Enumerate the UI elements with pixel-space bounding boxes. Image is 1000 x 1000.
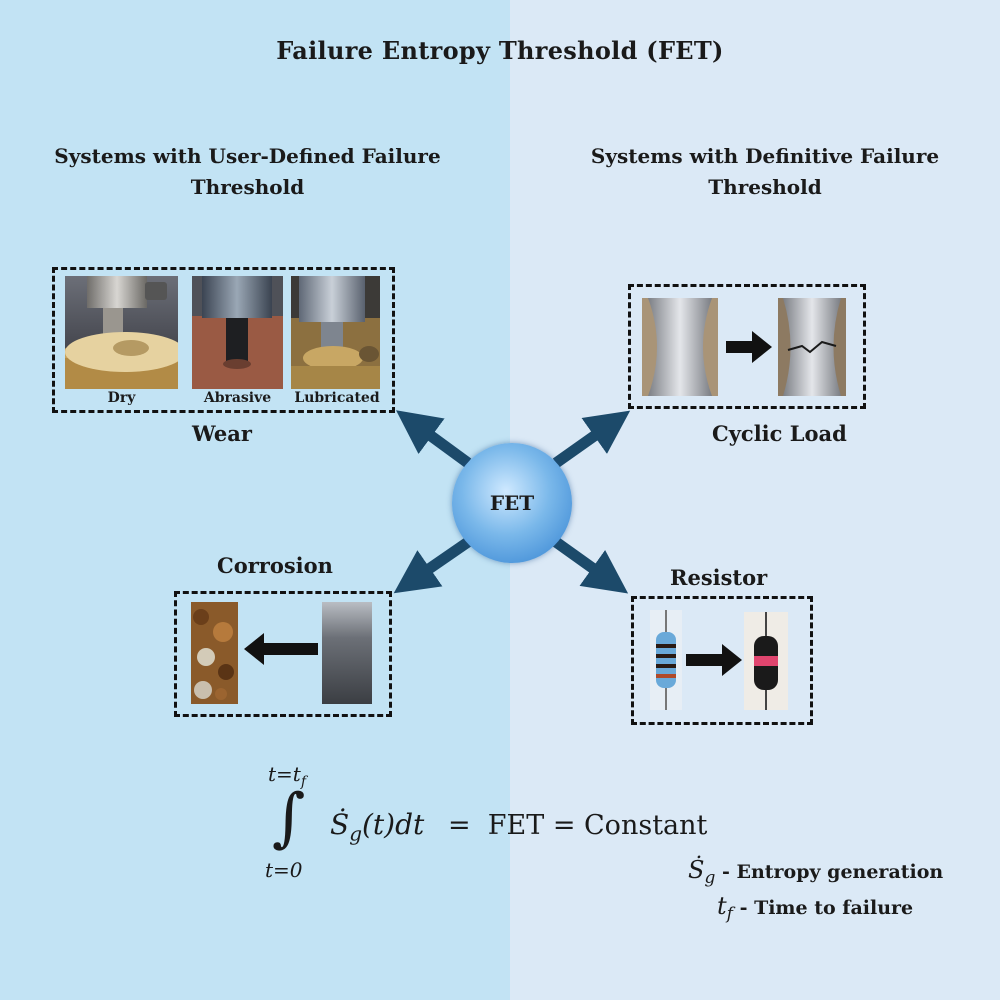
arrow-to-resistor bbox=[552, 537, 629, 594]
corrosion-box bbox=[174, 591, 392, 717]
resistor-label: Resistor bbox=[670, 565, 768, 590]
integral-sign: ∫ bbox=[272, 781, 306, 855]
legend-entropy-generation: Ṡg - Entropy generation bbox=[688, 856, 944, 888]
arrow-to-cyclic bbox=[552, 410, 631, 468]
resistor-new-photo bbox=[650, 610, 682, 710]
abrasive-wear-photo bbox=[192, 276, 283, 389]
right-heading: Systems with Definitive Failure Threshol… bbox=[590, 144, 940, 199]
fet-circle: FET bbox=[452, 443, 572, 563]
caption-dry: Dry bbox=[107, 390, 136, 406]
cyclic-load-label: Cyclic Load bbox=[712, 421, 847, 446]
corrosion-label: Corrosion bbox=[217, 553, 333, 578]
integral-upper-limit: t=tf bbox=[268, 762, 307, 790]
cyclic-load-box bbox=[628, 284, 866, 409]
legend-time-to-failure: tf - Time to failure bbox=[717, 892, 914, 924]
caption-lubricated: Lubricated bbox=[294, 390, 380, 406]
corroded-metal-photo bbox=[191, 602, 238, 704]
fet-label: FET bbox=[489, 491, 535, 515]
right-panel-background bbox=[510, 0, 1000, 1000]
resistor-failed-photo bbox=[744, 612, 788, 710]
wear-label: Wear bbox=[192, 421, 252, 446]
left-panel-background bbox=[0, 0, 510, 1000]
caption-abrasive: Abrasive bbox=[203, 390, 272, 406]
specimen-cracked-photo bbox=[778, 298, 846, 396]
wear-box bbox=[52, 267, 395, 413]
resistor-box bbox=[631, 596, 813, 725]
specimen-before-photo bbox=[642, 298, 718, 396]
dry-wear-photo bbox=[65, 276, 178, 389]
lubricated-wear-photo bbox=[291, 276, 380, 389]
integral-lower-limit: t=0 bbox=[265, 858, 303, 882]
arrow-to-wear bbox=[396, 410, 472, 468]
left-heading: Systems with User-Defined Failure Thresh… bbox=[54, 144, 441, 199]
arrow-to-corrosion bbox=[393, 537, 472, 594]
formula-rhs: = FET = Constant bbox=[448, 810, 708, 841]
clean-metal-photo bbox=[322, 602, 372, 704]
diagram-title: Failure Entropy Threshold (FET) bbox=[276, 36, 724, 65]
integrand: Ṡg(t)dt bbox=[330, 808, 425, 846]
